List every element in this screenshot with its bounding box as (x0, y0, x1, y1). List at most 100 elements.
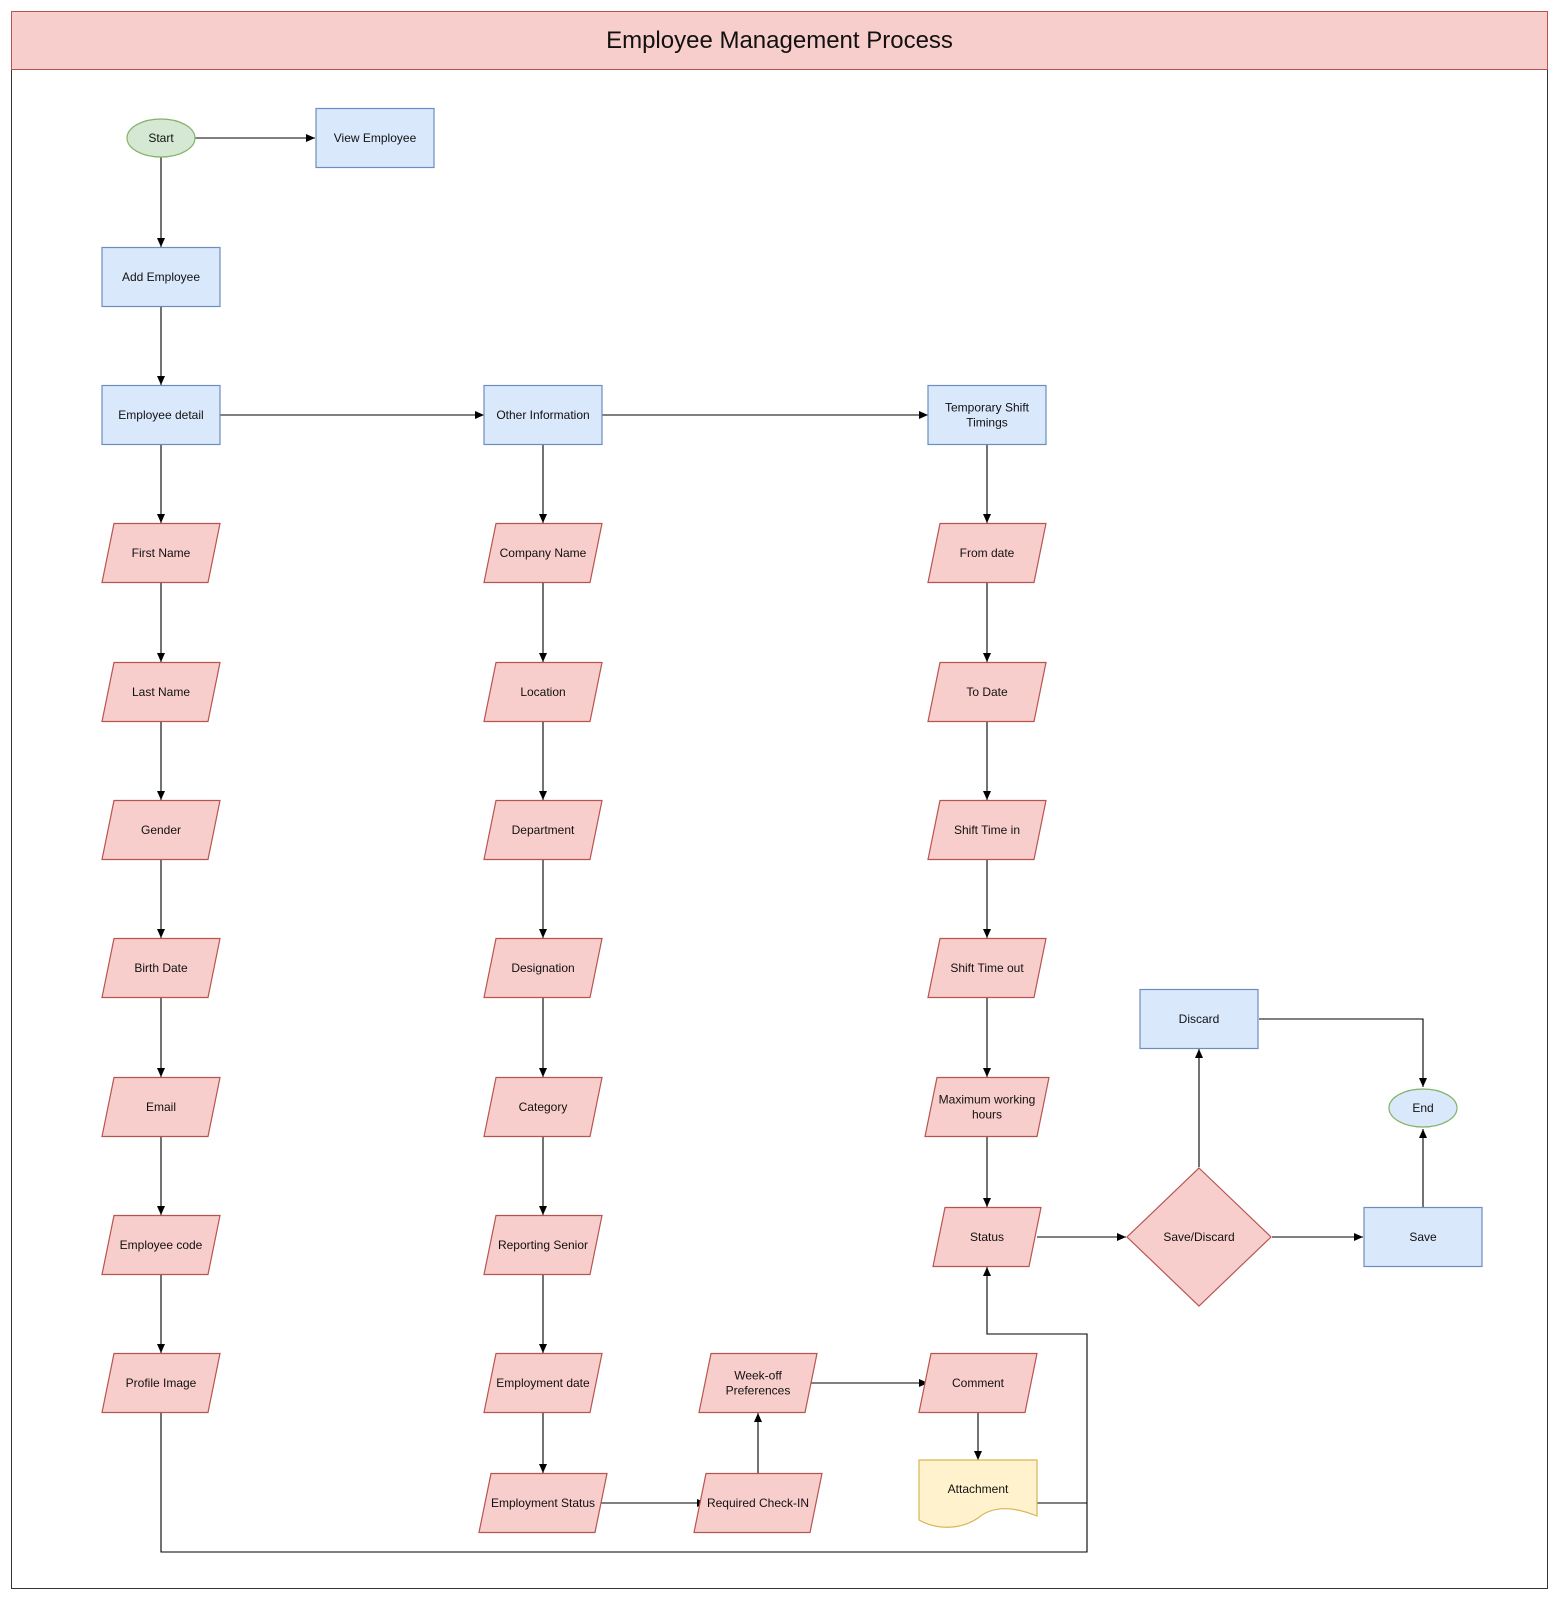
node-employee-code: Employee code (101, 1214, 221, 1276)
location-label: Location (520, 685, 565, 699)
employment-status-shape (478, 1472, 608, 1534)
employment-date-label: Employment date (496, 1376, 590, 1390)
view-employee-label: View Employee (334, 131, 417, 145)
first-name-shape (101, 522, 221, 584)
maximum-working-hours-label: hours (972, 1108, 1002, 1122)
employee-code-label: Employee code (120, 1238, 203, 1252)
node-discard: Discard (1139, 988, 1259, 1050)
from-date-label: From date (960, 546, 1015, 560)
add-employee-label: Add Employee (122, 270, 200, 284)
node-other-information: Other Information (483, 384, 603, 446)
gender-shape (101, 799, 221, 861)
designation-label: Designation (511, 961, 574, 975)
node-shift-time-in: Shift Time in (927, 799, 1047, 861)
gender-label: Gender (141, 823, 181, 837)
discard-label: Discard (1179, 1012, 1220, 1026)
node-gender: Gender (101, 799, 221, 861)
end-shape (1388, 1088, 1458, 1128)
status-shape (932, 1206, 1042, 1268)
discard-shape (1139, 988, 1259, 1050)
comment-shape (918, 1352, 1038, 1414)
company-name-shape (483, 522, 603, 584)
node-company-name: Company Name (483, 522, 603, 584)
week-off-preferences-label: Week-off (734, 1369, 782, 1383)
email-shape (101, 1076, 221, 1138)
department-label: Department (512, 823, 575, 837)
node-to-date: To Date (927, 661, 1047, 723)
node-first-name: First Name (101, 522, 221, 584)
node-save: Save (1363, 1206, 1483, 1268)
node-profile-image: Profile Image (101, 1352, 221, 1414)
status-label: Status (970, 1230, 1004, 1244)
category-label: Category (519, 1100, 568, 1114)
node-employee-detail: Employee detail (101, 384, 221, 446)
employee-detail-label: Employee detail (118, 408, 203, 422)
reporting-senior-shape (483, 1214, 603, 1276)
week-off-preferences-shape (698, 1352, 818, 1414)
required-check-in-label: Required Check-IN (707, 1496, 809, 1510)
add-employee-shape (101, 246, 221, 308)
node-employment-date: Employment date (483, 1352, 603, 1414)
node-designation: Designation (483, 937, 603, 999)
email-label: Email (146, 1100, 176, 1114)
other-information-shape (483, 384, 603, 446)
node-comment: Comment (918, 1352, 1038, 1414)
from-date-shape (927, 522, 1047, 584)
node-last-name: Last Name (101, 661, 221, 723)
category-shape (483, 1076, 603, 1138)
diagram-title: Employee Management Process (11, 11, 1548, 70)
temporary-shift-timings-label: Timings (966, 416, 1008, 430)
attachment-shape (918, 1459, 1038, 1528)
last-name-shape (101, 661, 221, 723)
profile-image-shape (101, 1352, 221, 1414)
node-status: Status (932, 1206, 1042, 1268)
start-label: Start (148, 131, 174, 145)
employee-detail-shape (101, 384, 221, 446)
maximum-working-hours-label: Maximum working (939, 1093, 1036, 1107)
shift-time-in-shape (927, 799, 1047, 861)
node-reporting-senior: Reporting Senior (483, 1214, 603, 1276)
last-name-label: Last Name (132, 685, 190, 699)
node-attachment: Attachment (918, 1459, 1038, 1528)
node-department: Department (483, 799, 603, 861)
maximum-working-hours-shape (924, 1076, 1050, 1138)
company-name-label: Company Name (500, 546, 587, 560)
reporting-senior-label: Reporting Senior (498, 1238, 588, 1252)
location-shape (483, 661, 603, 723)
week-off-preferences-label: Preferences (726, 1384, 791, 1398)
save-discard-shape (1126, 1167, 1272, 1307)
save-discard-label: Save/Discard (1163, 1230, 1234, 1244)
end-label: End (1412, 1101, 1433, 1115)
node-email: Email (101, 1076, 221, 1138)
node-category: Category (483, 1076, 603, 1138)
node-add-employee: Add Employee (101, 246, 221, 308)
to-date-shape (927, 661, 1047, 723)
department-shape (483, 799, 603, 861)
shift-time-out-shape (927, 937, 1047, 999)
node-shift-time-out: Shift Time out (927, 937, 1047, 999)
comment-label: Comment (952, 1376, 1005, 1390)
node-from-date: From date (927, 522, 1047, 584)
employee-code-shape (101, 1214, 221, 1276)
employment-date-shape (483, 1352, 603, 1414)
profile-image-label: Profile Image (126, 1376, 197, 1390)
to-date-label: To Date (966, 685, 1008, 699)
birth-date-shape (101, 937, 221, 999)
node-employment-status: Employment Status (478, 1472, 608, 1534)
attachment-label: Attachment (948, 1482, 1009, 1496)
birth-date-label: Birth Date (134, 961, 188, 975)
first-name-label: First Name (132, 546, 191, 560)
save-label: Save (1409, 1230, 1437, 1244)
shift-time-out-label: Shift Time out (950, 961, 1024, 975)
node-required-check-in: Required Check-IN (693, 1472, 823, 1534)
edge-profile-image-to-status (160, 1267, 1088, 1553)
view-employee-shape (315, 107, 435, 169)
temporary-shift-timings-shape (927, 384, 1047, 446)
other-information-label: Other Information (496, 408, 589, 422)
save-shape (1363, 1206, 1483, 1268)
edge-discard-to-end (1259, 1018, 1427, 1087)
